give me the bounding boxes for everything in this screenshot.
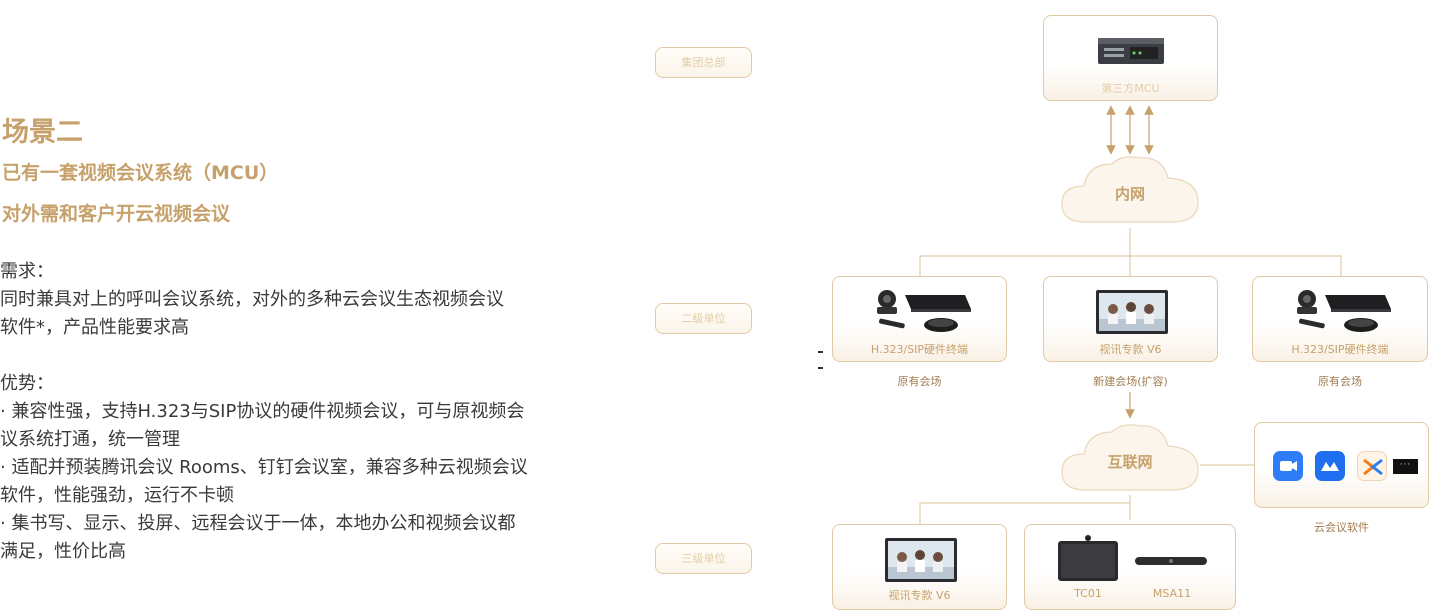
tier2-node-hardware-right: H.323/SIP硬件终端 bbox=[1252, 276, 1428, 362]
tier2-label-hardware-left: H.323/SIP硬件终端 bbox=[870, 343, 969, 356]
advantage-item: · 集书写、显示、投屏、远程会议于一体，本地办公和视频会议都满足，性价比高 bbox=[0, 513, 516, 562]
cloud-software-node: ··· bbox=[1254, 422, 1429, 508]
level-label-tier3: 三级单位 bbox=[655, 543, 752, 574]
more-icon: ··· bbox=[1393, 459, 1418, 474]
subtitle-mcu: 已有一套视频会议系统（MCU） bbox=[2, 162, 279, 184]
feishu-icon bbox=[1357, 451, 1387, 481]
advantage-item: · 适配并预装腾讯会议 Rooms、钉钉会议室，兼容多种云视频会议软件，性能强劲… bbox=[0, 457, 528, 506]
tier3-node-tc01-msa11: TC01 MSA11 bbox=[1024, 524, 1236, 610]
msa11-device-icon bbox=[1135, 557, 1207, 565]
advantage-list: · 兼容性强，支持H.323与SIP协议的硬件视频会议，可与原视频会议系统打通，… bbox=[0, 398, 530, 566]
internet-cloud-icon bbox=[1061, 424, 1199, 491]
internet-label: 互联网 bbox=[1107, 453, 1153, 471]
scenario-description: 场景二 已有一套视频会议系统（MCU） 对外需和客户开云视频会议 需求： 同时兼… bbox=[0, 0, 560, 610]
advantage-label: 优势： bbox=[0, 373, 54, 394]
tc01-device-icon bbox=[1058, 535, 1118, 581]
tier2-caption-existing-left: 原有会场 bbox=[897, 375, 942, 388]
video-display-icon bbox=[885, 538, 957, 582]
advantage-item: · 兼容性强，支持H.323与SIP协议的硬件视频会议，可与原视频会议系统打通，… bbox=[0, 401, 525, 450]
intranet-label: 内网 bbox=[1114, 185, 1145, 203]
hardware-terminal-icon bbox=[877, 290, 971, 332]
mcu-node: 第三方MCU bbox=[1043, 15, 1218, 101]
video-display-icon bbox=[1096, 290, 1168, 334]
dash-mark bbox=[818, 351, 823, 353]
tier2-node-v6: 视讯专款 V6 bbox=[1043, 276, 1218, 362]
hardware-terminal-icon bbox=[1297, 290, 1391, 332]
mcu-label: 第三方MCU bbox=[1101, 82, 1160, 95]
tier3-label-v6: 视讯专款 V6 bbox=[888, 589, 951, 602]
intranet-cloud-icon bbox=[1061, 156, 1199, 223]
tc01-label: TC01 bbox=[1074, 587, 1102, 600]
tier2-label-hardware-right: H.323/SIP硬件终端 bbox=[1291, 343, 1389, 356]
msa11-label: MSA11 bbox=[1152, 587, 1192, 600]
tier2-caption-existing-right: 原有会场 bbox=[1318, 375, 1362, 388]
level-label-headquarters: 集团总部 bbox=[655, 47, 752, 78]
cloud-software-caption: 云会议软件 bbox=[1314, 521, 1369, 534]
tier2-node-hardware-left: H.323/SIP硬件终端 bbox=[832, 276, 1007, 362]
scene-title: 场景二 bbox=[2, 117, 83, 148]
requirement-text: 同时兼具对上的呼叫会议系统，对外的多种云会议生态视频会议软件*，产品性能要求高 bbox=[0, 289, 504, 338]
subtitle-cloud: 对外需和客户开云视频会议 bbox=[2, 203, 231, 225]
requirement-label: 需求： bbox=[0, 261, 54, 282]
tier2-label-v6: 视讯专款 V6 bbox=[1099, 343, 1162, 356]
mcu-server-icon bbox=[1098, 38, 1164, 64]
tier3-node-v6: 视讯专款 V6 bbox=[832, 524, 1007, 610]
voov-meeting-icon bbox=[1315, 451, 1345, 481]
level-label-tier2: 二级单位 bbox=[655, 303, 752, 334]
dash-mark bbox=[818, 367, 823, 369]
tier2-caption-new-venue: 新建会场(扩容) bbox=[1093, 375, 1168, 388]
tencent-meeting-icon bbox=[1273, 451, 1303, 481]
